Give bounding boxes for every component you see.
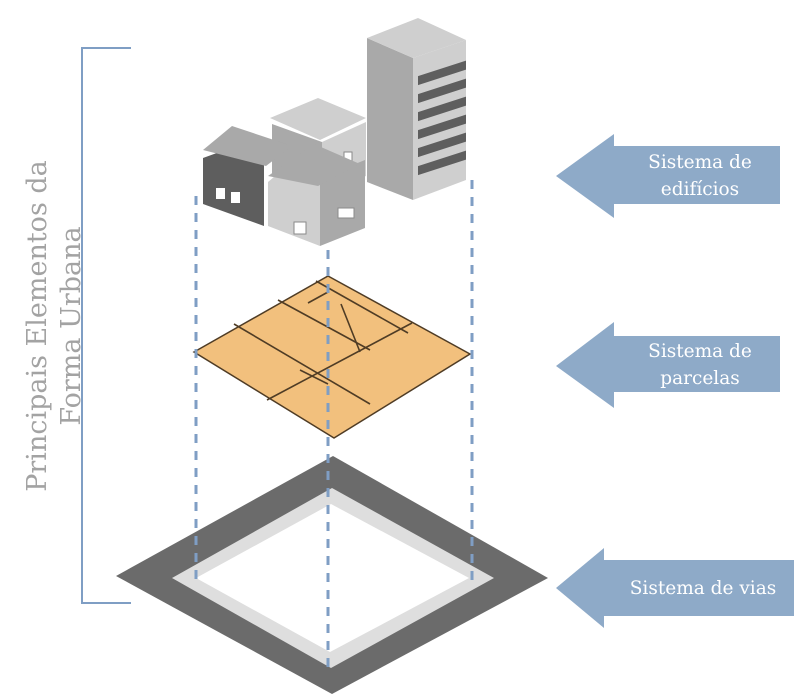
front-house-roof — [268, 144, 360, 186]
tower-roof — [367, 18, 466, 58]
tower-balconies — [418, 60, 466, 176]
arrow-buildings-line2: edifícios — [661, 179, 739, 200]
road-layer-icon — [116, 456, 548, 694]
bracket-line — [81, 47, 131, 604]
arrow-parcels: Sistema de parcelas — [556, 322, 780, 408]
parcel-layer-icon — [192, 275, 472, 439]
parcel-line — [277, 299, 371, 351]
front-house-side — [320, 160, 365, 246]
arrow-parcels-line2: parcelas — [660, 368, 739, 389]
left-arrow-icon — [556, 548, 794, 628]
guide-lines — [194, 180, 474, 668]
parcel-line — [315, 280, 409, 334]
side-title: Principais Elementos da Forma Urbana — [22, 160, 87, 492]
front-house-window — [293, 221, 307, 235]
left-house-front — [203, 146, 264, 226]
parcel-line — [266, 322, 413, 401]
parcel-line — [233, 323, 371, 405]
side-title-line1: Principais Elementos da — [22, 160, 53, 492]
left-arrow-icon — [556, 134, 780, 218]
back-house-roof — [270, 98, 366, 140]
tower-front — [367, 38, 413, 200]
buildings-icon — [203, 18, 466, 246]
left-house-window — [231, 192, 240, 203]
parcel-line — [307, 291, 329, 304]
parcel-base — [192, 275, 472, 439]
parcel-line — [340, 303, 361, 353]
side-title-line2: Forma Urbana — [56, 226, 87, 425]
arrow-roads-line1: Sistema de vias — [630, 578, 776, 599]
arrow-buildings-line1: Sistema de — [648, 152, 752, 173]
road-center-block — [196, 504, 469, 652]
left-house-window — [216, 188, 225, 199]
parcel-line — [299, 369, 329, 385]
left-house-roof — [203, 126, 292, 166]
arrow-buildings: Sistema de edifícios — [556, 134, 780, 218]
bracket — [81, 47, 131, 604]
arrow-parcels-line1: Sistema de — [648, 341, 752, 362]
left-arrow-icon — [556, 322, 780, 408]
arrow-roads: Sistema de vias — [556, 548, 794, 628]
front-house-window — [337, 207, 355, 219]
